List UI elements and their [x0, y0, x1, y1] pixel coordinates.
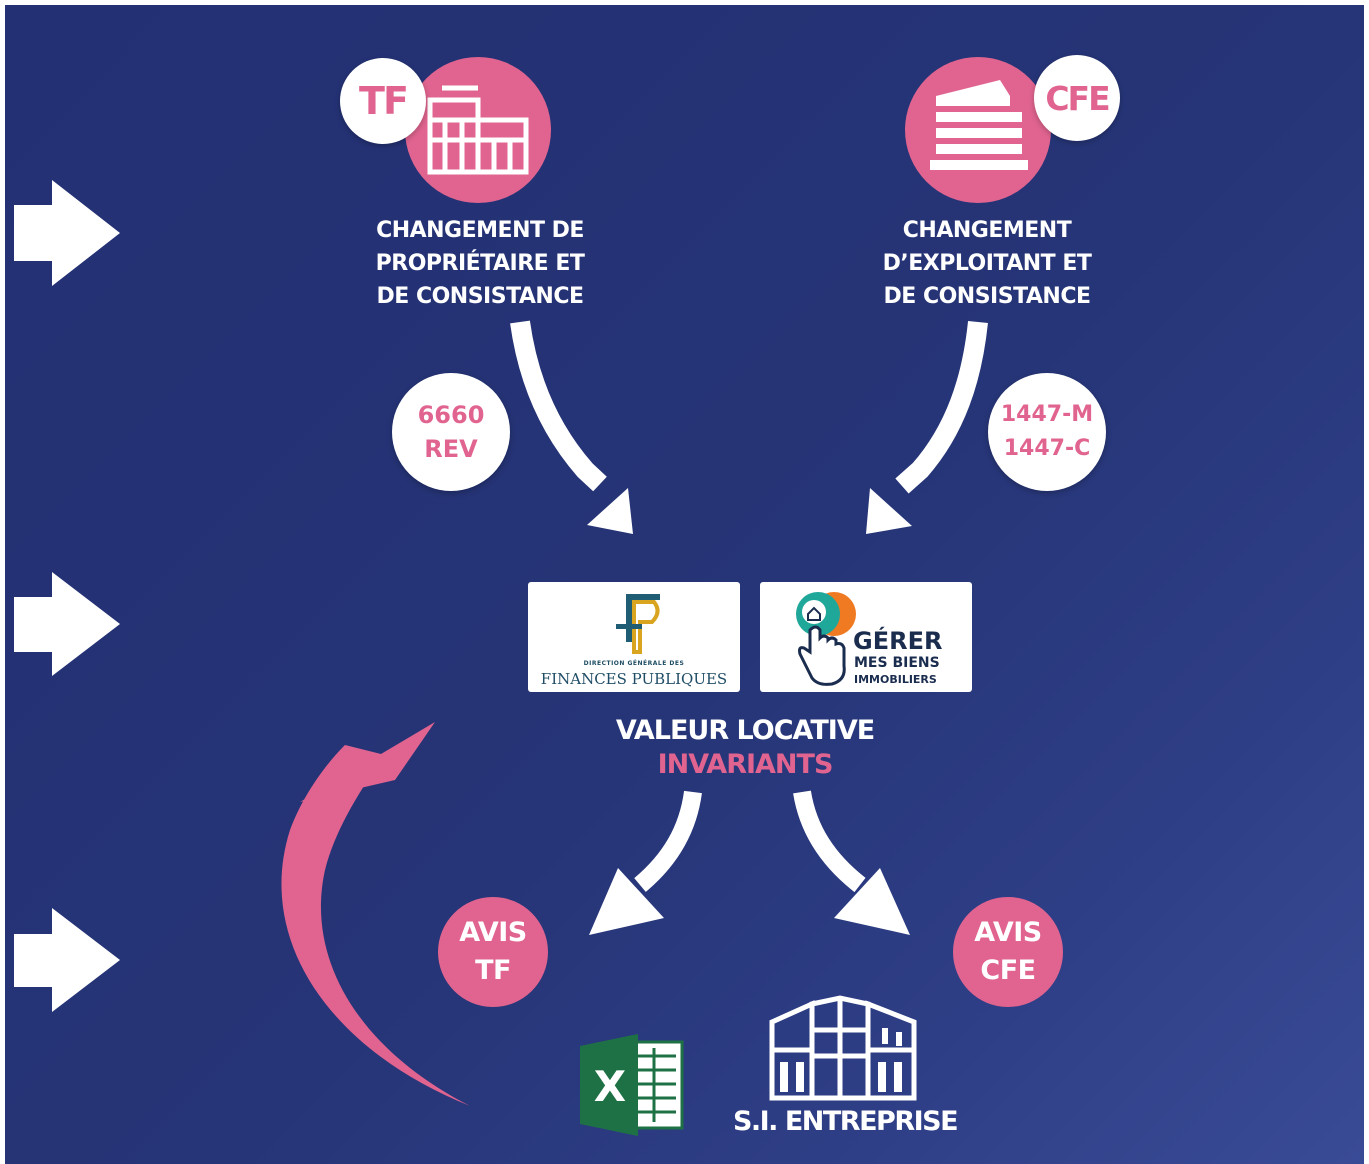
left-arrow-2 [14, 572, 120, 676]
gmbi-hand-icon [796, 592, 856, 686]
form-code-line: 1447-C [1003, 436, 1091, 461]
excel-icon: X [580, 1034, 688, 1136]
dgfip-main-text: FINANCES PUBLIQUES [540, 670, 728, 688]
form-code-line: 1447-M [1000, 402, 1094, 427]
form-code-line: REV [424, 435, 478, 463]
cfe-label-line: DE CONSISTANCE [883, 284, 1092, 309]
arrow-to-avis-tf [589, 790, 702, 935]
gmbi-line2: MES BIENS [854, 655, 940, 671]
arrow-to-avis-cfe [793, 790, 910, 935]
tf-tag-text: TF [359, 79, 409, 123]
cfe-tag-text: CFE [1045, 78, 1110, 118]
avis-line: AVIS [974, 917, 1042, 948]
gmbi-line1: GÉRER [853, 627, 943, 655]
gmbi-line3: IMMOBILIERS [854, 673, 937, 686]
cfe-label-line: D’EXPLOITANT ET [882, 251, 1092, 276]
form-code-cfe: 1447-M 1447-C [988, 373, 1106, 491]
avis-cfe-circle: AVIS CFE [953, 897, 1063, 1007]
avis-line: AVIS [459, 917, 527, 948]
center-line-1: VALEUR LOCATIVE [615, 715, 875, 746]
pink-feedback-arrow [281, 722, 470, 1106]
center-line-2: INVARIANTS [657, 749, 834, 780]
left-arrow-1 [14, 180, 120, 286]
excel-letter: X [593, 1062, 627, 1111]
tf-label-line: PROPRIÉTAIRE ET [375, 251, 585, 276]
avis-line: CFE [980, 955, 1036, 986]
form-code-line: 6660 [417, 401, 485, 429]
avis-tf-circle: AVIS TF [438, 897, 548, 1007]
tf-node-label: CHANGEMENT DE PROPRIÉTAIRE ET DE CONSIST… [340, 214, 620, 313]
cfe-node-label: CHANGEMENT D’EXPLOITANT ET DE CONSISTANC… [847, 214, 1127, 313]
form-code-tf: 6660 REV [392, 373, 510, 491]
left-arrow-3 [14, 908, 120, 1012]
tf-tag-badge: TF [340, 58, 426, 144]
building-icon [427, 85, 529, 175]
tf-node-circle [405, 57, 551, 203]
tf-label-line: DE CONSISTANCE [376, 284, 585, 309]
arrow-cfe-to-logos [866, 320, 988, 534]
dgfip-emblem-icon [616, 594, 660, 654]
gmbi-logo: GÉRER MES BIENS IMMOBILIERS [760, 582, 972, 692]
cfe-node-circle [905, 57, 1051, 203]
office-tower-icon [930, 80, 1028, 170]
cfe-tag-badge: CFE [1034, 55, 1120, 141]
tf-label-line: CHANGEMENT DE [376, 218, 584, 243]
cfe-label-line: CHANGEMENT [902, 218, 1072, 243]
dgfip-logo: DIRECTION GÉNÉRALE DES FINANCES PUBLIQUE… [528, 582, 740, 692]
dgfip-small-text: DIRECTION GÉNÉRALE DES [583, 660, 685, 667]
si-entreprise-label: S.I. ENTREPRISE [732, 1106, 959, 1137]
arrow-tf-to-logos [510, 320, 633, 534]
avis-line: TF [475, 955, 511, 986]
center-label: VALEUR LOCATIVE INVARIANTS [540, 714, 950, 782]
